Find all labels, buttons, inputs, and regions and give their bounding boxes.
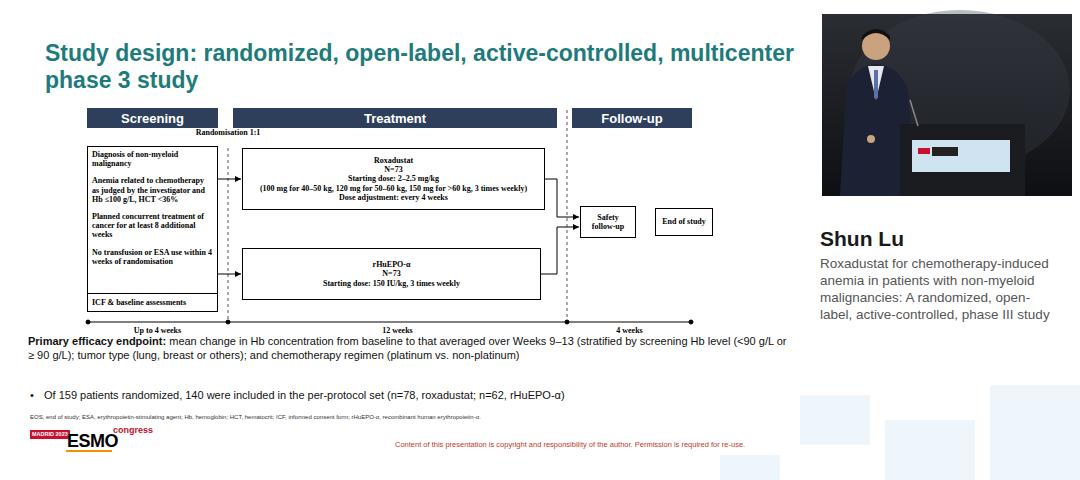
endpoint-paragraph: Primary efficacy endpoint: mean change i… <box>28 334 793 363</box>
logo-text: congress <box>113 426 153 435</box>
step-text: Safety follow-up <box>585 213 631 231</box>
phase-header: Treatment <box>233 108 557 128</box>
criterion-text: Anemia related to chemotherapy as judged… <box>92 176 213 204</box>
treatment-arm-box: rHuEPO-αN=73Starting dose: 150 IU/kg, 3 … <box>242 248 541 300</box>
arm-text: rHuEPO-α <box>249 260 534 269</box>
process-box: Safety follow-up <box>580 206 636 238</box>
arm-text: Dose adjustment: every 4 weeks <box>249 193 538 202</box>
arm-text: N=73 <box>249 269 534 278</box>
criterion-text: Planned concurrent treatment of cancer f… <box>92 212 213 240</box>
flow-arrow <box>545 179 579 217</box>
phase-header: Follow-up <box>572 108 692 128</box>
footnote: EOS, end of study; ESA, erythropoietin-s… <box>30 414 810 421</box>
flow-arrow <box>218 274 241 275</box>
randomisation-label: Randomisation 1:1 <box>194 128 262 137</box>
treatment-arm-box: RoxadustatN=73Starting dose: 2–2.5 mg/kg… <box>242 148 545 210</box>
arm-text: Roxadustat <box>249 156 538 165</box>
duration-label: 12 weeks <box>228 326 567 335</box>
endpoint-heading: Primary efficacy endpoint: <box>28 335 166 347</box>
slide-title: Study design: randomized, open-label, ac… <box>45 40 815 94</box>
bullet-mark: • <box>30 388 42 402</box>
logo-underline <box>66 450 112 452</box>
duration-label: 4 weeks <box>567 326 692 335</box>
arm-text: Starting dose: 2–2.5 mg/kg <box>249 174 538 183</box>
speaker-name: Shun Lu <box>820 226 1070 251</box>
phase-header: Screening <box>87 108 218 128</box>
assessment-box: ICF & baseline assessments <box>87 293 218 312</box>
phase-name: Follow-up <box>601 111 662 126</box>
duration-label: Up to 4 weeks <box>87 326 228 335</box>
process-box: End of study <box>655 208 713 236</box>
criterion-text: Diagnosis of non-myeloid malignancy <box>92 150 213 168</box>
flow-arrow <box>218 179 241 180</box>
flow-arrow <box>541 227 579 274</box>
copyright-note: Content of this presentation is copyrigh… <box>395 440 795 449</box>
timeline-axis <box>86 320 693 324</box>
arm-text: (100 mg for 40–50 kg, 120 mg for 50–60 k… <box>249 184 538 193</box>
arm-text: Starting dose: 150 IU/kg, 3 times weekly <box>249 279 534 288</box>
background-decoration <box>720 385 1080 480</box>
logo-text: ESMO <box>67 432 118 450</box>
criteria-box: Diagnosis of non-myeloid malignancyAnemi… <box>87 146 218 294</box>
step-text: ICF & baseline assessments <box>92 298 213 307</box>
bullet-text: Of 159 patients randomized, 140 were inc… <box>44 388 794 402</box>
step-text: End of study <box>660 217 708 226</box>
logo-text: MADRID 2023 <box>30 430 70 439</box>
arm-text: N=73 <box>249 165 538 174</box>
phase-separator <box>228 110 567 320</box>
phase-name: Treatment <box>364 111 426 126</box>
phase-name: Screening <box>121 111 184 126</box>
criterion-text: No transfusion or ESA use within 4 weeks… <box>92 248 213 266</box>
talk-title: Roxadustat for chemotherapy-induced anem… <box>820 256 1058 324</box>
speaker-photo <box>822 10 1072 196</box>
